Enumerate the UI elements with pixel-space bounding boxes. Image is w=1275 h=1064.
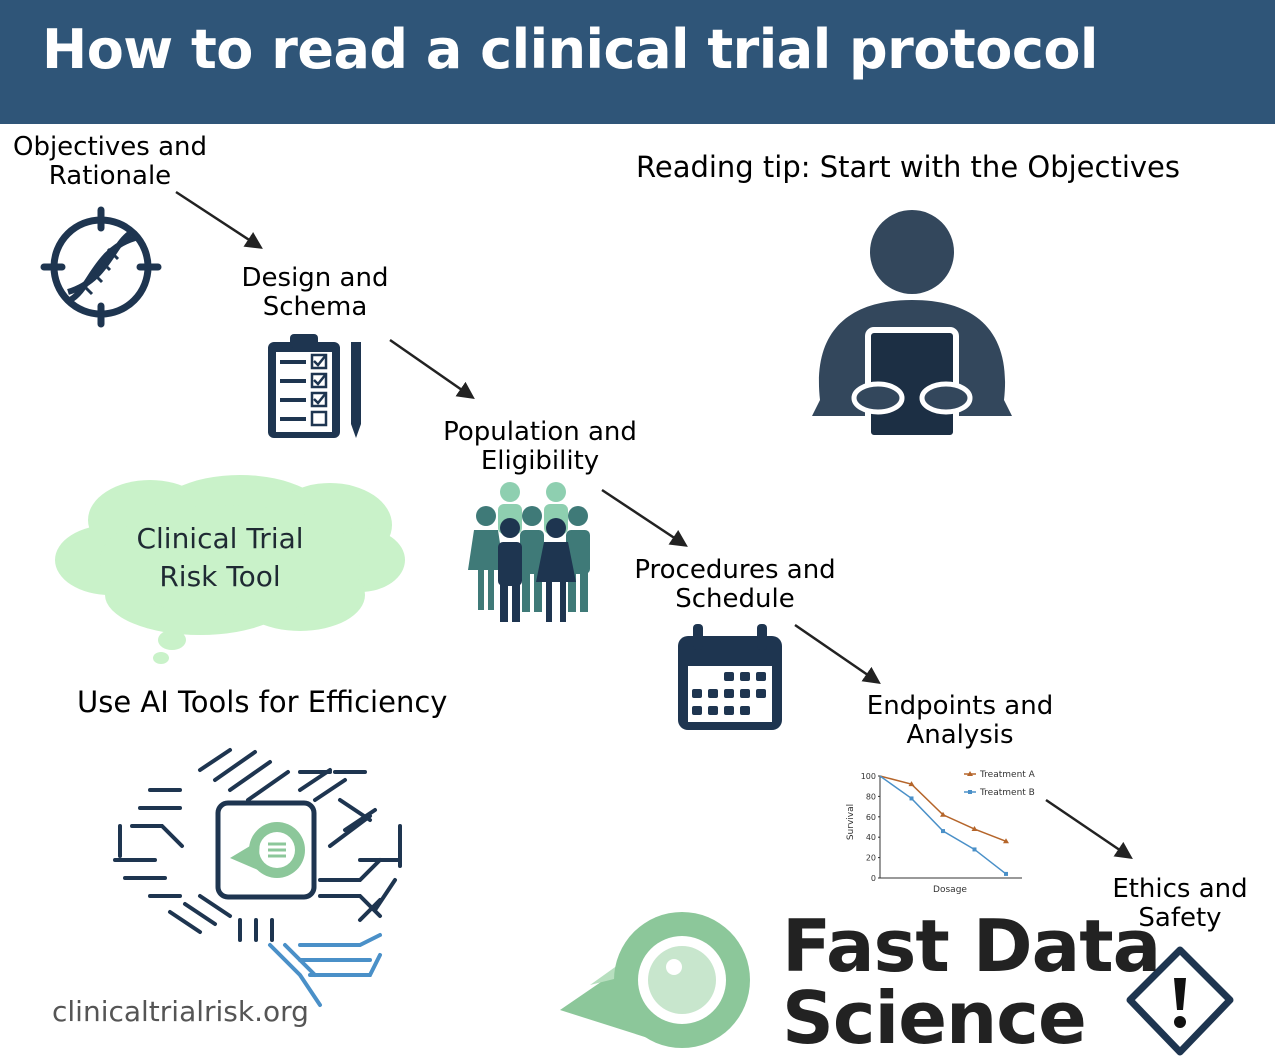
magnifier-logo-icon [230,822,305,878]
step-endpoints-line2: Analysis [906,720,1014,750]
flow-arrows [175,190,1133,859]
step-objectives-line2: Rationale [48,161,172,191]
step-ethics-line1: Ethics and [1112,874,1248,904]
arrow-4 [794,623,881,684]
calendar-icon [678,624,782,730]
chart-y-tick-label: 40 [866,833,876,842]
reading-tip: Reading tip: Start with the Objectives [636,150,1180,184]
chart-y-tick-label: 80 [866,792,876,801]
step-procedures-line2: Schedule [675,584,795,614]
website-link[interactable]: clinicaltrialrisk.org [52,995,309,1028]
step-population-line1: Population and [443,417,637,447]
step-design-label: Design and Schema [215,264,415,322]
warning-diamond-icon [1126,946,1234,1056]
person-reading-icon [812,210,1012,441]
chart-point [1003,838,1009,844]
step-procedures-line1: Procedures and [634,555,836,585]
chart-point [909,796,914,801]
ai-brain-accent [268,933,382,1007]
arrow-1 [175,190,263,249]
brand-name: Fast Data Science [782,904,1161,1060]
step-endpoints-line1: Endpoints and [866,691,1054,721]
survival-chart-icon: 0 20 40 60 80 100 Survival Dosage Treatment A… [846,770,1036,895]
brand-line2: Science [782,976,1087,1060]
step-ethics-line2: Safety [1138,903,1222,933]
dna-target-icon [40,206,162,328]
step-ethics-label: Ethics and Safety [1090,875,1270,933]
chart-point [908,781,915,787]
cloud-line1: Clinical Trial [136,522,304,555]
chart-y-tick-label: 20 [866,854,876,863]
step-design-line1: Design and [241,263,389,293]
header-banner: How to read a clinical trial protocol [0,0,1275,124]
chart-ylabel: Survival [846,804,856,840]
chart-point [941,829,945,834]
fast-data-science-logo-icon [560,912,750,1048]
step-procedures-label: Procedures and Schedule [625,556,845,614]
step-population-label: Population and Eligibility [430,418,650,476]
ai-tools-tip: Use AI Tools for Efficiency [77,685,448,719]
arrow-5 [1045,798,1133,859]
chart-series [879,775,1009,876]
arrow-2 [389,338,475,399]
chart-point [940,811,946,817]
chart-y-tick-label: 60 [866,813,876,822]
legend-marker-b [968,790,972,794]
legend-treatment-a: Treatment A [979,770,1036,780]
page-title: How to read a clinical trial protocol [42,18,1098,81]
chart-y-ticks: 0 20 40 60 80 100 [861,772,880,883]
clipboard-checklist-icon [268,334,361,438]
chart-y-tick-label: 0 [871,874,876,883]
cloud-label: Clinical Trial Risk Tool [110,520,330,596]
brand-line1: Fast Data [782,904,1161,988]
speech-cloud [55,475,405,664]
chart-point [972,847,977,852]
chart-point [971,826,978,832]
step-objectives-line1: Objectives and [12,132,207,162]
step-population-line2: Eligibility [480,446,600,476]
chart-xlabel: Dosage [933,885,967,895]
chart-point [1004,871,1008,876]
chart-legend: Treatment A Treatment B [964,770,1036,798]
arrow-3 [601,488,688,547]
cloud-line2: Risk Tool [159,560,281,593]
chart-y-tick-label: 100 [861,772,876,781]
step-design-line2: Schema [262,292,368,322]
step-objectives-label: Objectives and Rationale [10,133,210,191]
legend-treatment-b: Treatment B [979,788,1035,798]
legend-marker-a [967,771,973,776]
people-group-icon [468,482,590,622]
step-endpoints-label: Endpoints and Analysis [850,692,1070,750]
